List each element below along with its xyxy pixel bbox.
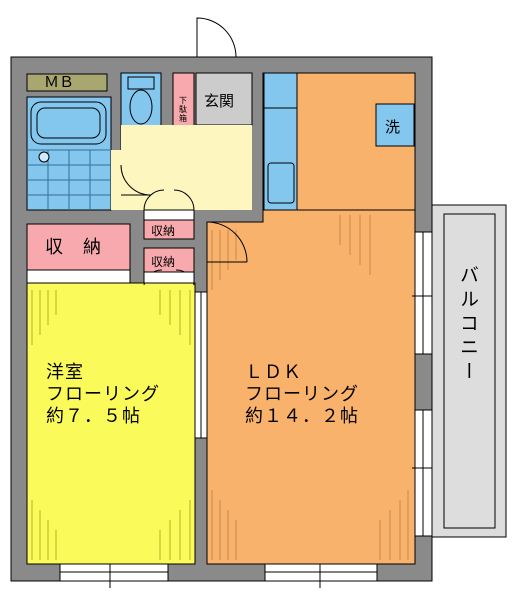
windows (59, 231, 440, 588)
washroom (111, 150, 121, 210)
mb-label: ＭＢ (44, 73, 75, 91)
entrance-label: 玄関 (204, 92, 235, 110)
shoe-box-label: 下駄箱 (179, 96, 187, 123)
mb-box (26, 73, 108, 92)
ldk-hatching (211, 215, 409, 560)
doors (26, 17, 249, 439)
toilet-bowl (129, 89, 153, 125)
ldk-size: 約１４．２帖 (245, 406, 359, 427)
bathtub (30, 101, 107, 145)
western-room-hatching (31, 290, 191, 560)
western-room-name: 洋室 (46, 362, 84, 383)
storage-main (26, 223, 131, 271)
entrance (195, 72, 253, 126)
storage-main-label: 収 納 (45, 237, 102, 258)
laundry-space (375, 103, 415, 147)
ldk-floor: フローリング (245, 384, 359, 405)
storage-small-1-label: 収納 (151, 224, 176, 238)
kitchen-sink (267, 162, 295, 204)
balcony-label: バルコニー (457, 265, 479, 385)
storage-small-2-label: 収納 (151, 255, 176, 269)
ldk-lower (206, 209, 416, 565)
laundry-label: 洗 (385, 118, 401, 136)
western-room (26, 282, 196, 565)
western-room-size: 約７．５帖 (46, 406, 141, 427)
ldk-name: ＬＤＫ (245, 362, 302, 383)
bath-drain (38, 151, 50, 163)
western-room-floor: フローリング (46, 384, 160, 405)
